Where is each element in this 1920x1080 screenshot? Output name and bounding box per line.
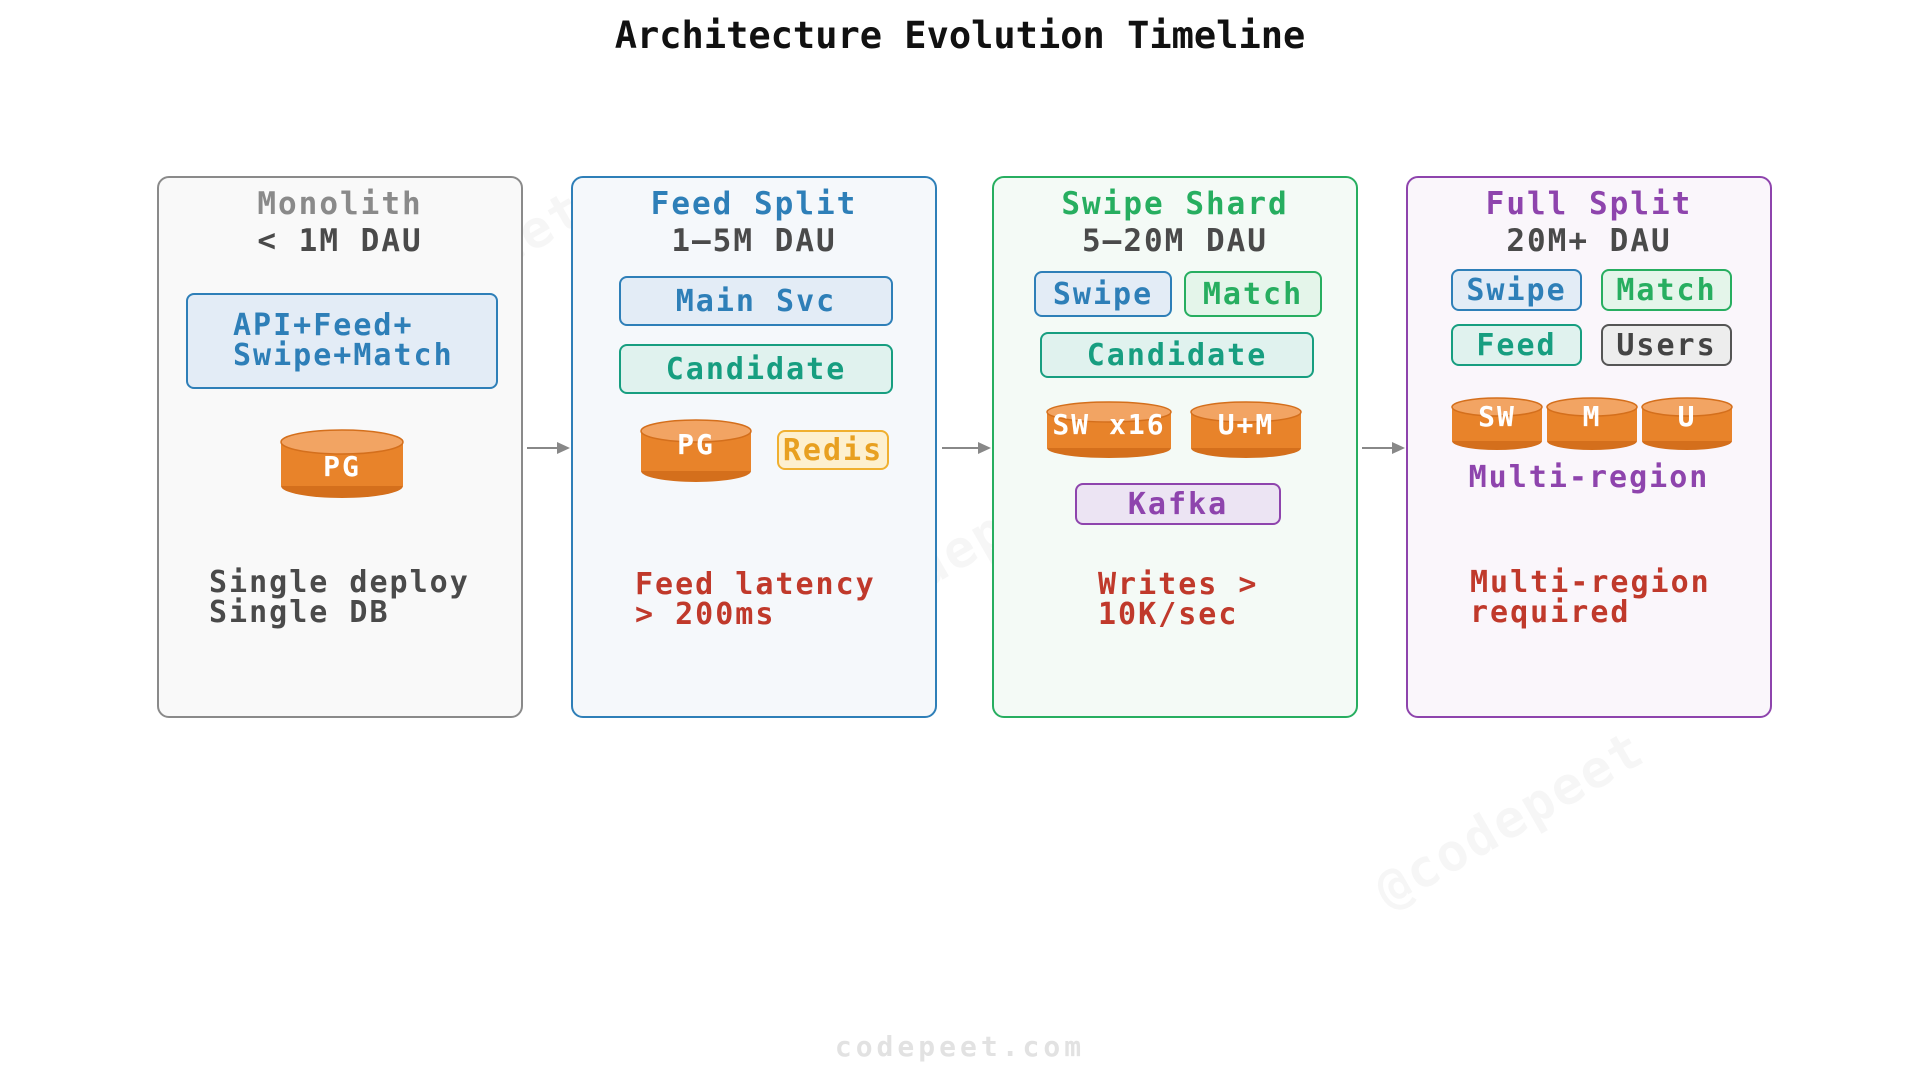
- stage-title: Monolith: [257, 186, 423, 222]
- stage-dau: 5–20M DAU: [1082, 223, 1268, 259]
- stage-swipe-shard: Swipe Shard 5–20M DAU Swipe Match Candid…: [992, 176, 1358, 718]
- service-box: Candidate: [619, 344, 893, 394]
- diagram-title: Architecture Evolution Timeline: [614, 14, 1306, 57]
- stage-dau: 20M+ DAU: [1506, 223, 1672, 259]
- database-label: SW x16: [1052, 408, 1166, 441]
- stage-note: Feed latency > 200ms: [635, 567, 876, 632]
- queue-label: Kafka: [1127, 486, 1229, 522]
- service-box: API+Feed+ Swipe+Match: [186, 293, 498, 389]
- service-label: Match: [1616, 272, 1717, 308]
- arrow-icon: [942, 442, 991, 454]
- stage-dau: < 1M DAU: [257, 223, 423, 259]
- stage-full-split: Full Split 20M+ DAU Swipe Match Feed Use…: [1406, 176, 1772, 718]
- region-label: Multi-region: [1468, 460, 1710, 495]
- stage-title: Feed Split: [650, 186, 858, 222]
- database-label: SW: [1478, 400, 1516, 433]
- service-box: Match: [1601, 269, 1732, 311]
- service-box: Candidate: [1040, 332, 1314, 378]
- footer-brand: codepeet.com: [834, 1030, 1086, 1063]
- database-icon: PG: [640, 418, 752, 484]
- service-label: Candidate: [1086, 337, 1268, 373]
- database-icon: M: [1546, 396, 1638, 452]
- stage-note: Multi-region required: [1470, 565, 1711, 630]
- database-icon: U+M: [1190, 400, 1302, 460]
- database-label: U+M: [1217, 408, 1275, 441]
- database-label: M: [1582, 400, 1602, 433]
- database-label: PG: [677, 428, 715, 461]
- service-box: Swipe: [1034, 271, 1172, 317]
- database-icon: PG: [280, 428, 404, 500]
- service-label: API+Feed+ Swipe+Match: [233, 308, 454, 373]
- stage-title: Full Split: [1485, 186, 1693, 222]
- service-label: Candidate: [665, 351, 847, 387]
- watermark: @codepeet: [1365, 719, 1655, 921]
- stage-feed-split: Feed Split 1–5M DAU Main Svc Candidate P…: [571, 176, 937, 718]
- stage-note: Writes > 10K/sec: [1098, 567, 1259, 632]
- database-icon: SW x16: [1046, 400, 1172, 460]
- service-label: Swipe: [1052, 276, 1154, 312]
- stage-dau: 1–5M DAU: [671, 223, 837, 259]
- cache-box: Redis: [777, 430, 889, 470]
- database-icon: U: [1641, 396, 1733, 452]
- database-label: PG: [323, 450, 361, 483]
- service-box: Main Svc: [619, 276, 893, 326]
- queue-box: Kafka: [1075, 483, 1281, 525]
- service-box: Users: [1601, 324, 1732, 366]
- arrow-icon: [527, 442, 570, 454]
- service-label: Users: [1616, 327, 1717, 363]
- database-label: U: [1677, 400, 1697, 433]
- service-box: Match: [1184, 271, 1322, 317]
- service-label: Swipe: [1466, 272, 1567, 308]
- stage-monolith: Monolith < 1M DAU API+Feed+ Swipe+Match …: [157, 176, 523, 718]
- service-label: Main Svc: [675, 283, 837, 319]
- service-box: Swipe: [1451, 269, 1582, 311]
- service-box: Feed: [1451, 324, 1582, 366]
- stage-title: Swipe Shard: [1061, 186, 1289, 222]
- database-icon: SW: [1451, 396, 1543, 452]
- stage-note: Single deploy Single DB: [209, 565, 470, 630]
- cache-label: Redis: [782, 432, 884, 468]
- service-label: Feed: [1476, 327, 1557, 363]
- service-label: Match: [1202, 276, 1304, 312]
- arrow-icon: [1362, 442, 1405, 454]
